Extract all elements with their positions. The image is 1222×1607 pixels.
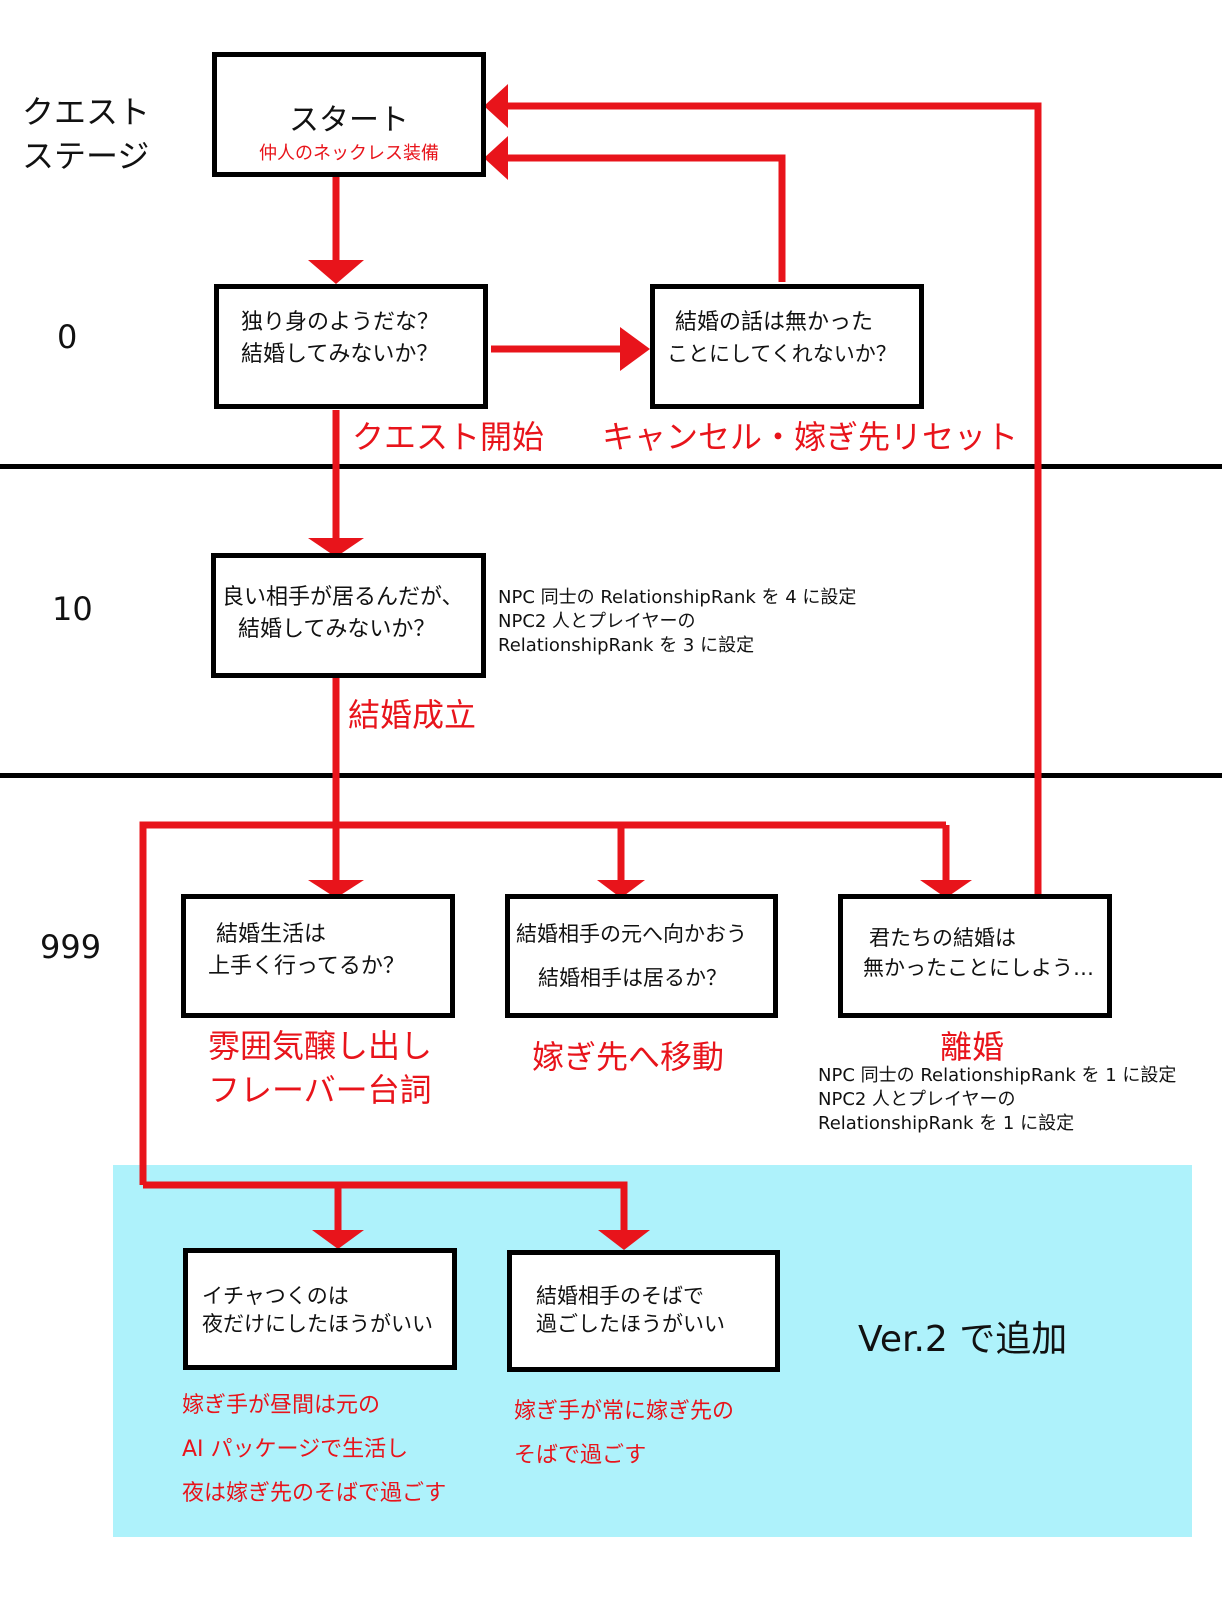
arrowhead-cancel xyxy=(620,327,650,371)
arrowhead-stay-near xyxy=(598,1230,650,1250)
married-life-line1: 結婚生活は xyxy=(216,922,327,947)
night-only-line1: イチャつくのは xyxy=(202,1284,349,1308)
single-line2: 結婚してみないか？ xyxy=(241,342,439,367)
stage-10: 10 xyxy=(52,590,93,628)
cancel-line2: ことにしてくれないか？ xyxy=(667,342,897,366)
label-quest-start: クエスト開始 xyxy=(352,418,545,456)
label-cancel-reset: キャンセル・嫁ぎ先リセット xyxy=(602,418,1019,456)
stage-header: クエスト ステージ xyxy=(22,90,150,178)
good-partner-line1: 良い相手が居るんだが、 xyxy=(222,585,464,610)
label-flavor-line2: フレーバー台詞 xyxy=(208,1071,432,1109)
branch-bar xyxy=(139,821,946,1185)
divorce-note-line2: NPC2 人とプレイヤーの xyxy=(818,1089,1016,1110)
arrowhead-divorce xyxy=(920,880,972,898)
arrowhead-start-b xyxy=(484,136,508,180)
go-to-partner-box: 結婚相手の元へ向かおう 結婚相手は居るか？ xyxy=(505,894,778,1018)
stage10-note-line2: NPC2 人とプレイヤーの xyxy=(498,611,696,632)
good-partner-line2: 結婚してみないか？ xyxy=(238,617,436,642)
cancel-line1: 結婚の話は無かった xyxy=(675,310,874,335)
label-divorce: 離婚 xyxy=(940,1028,1005,1066)
label-flavor-line1: 雰囲気醸し出し xyxy=(208,1027,433,1065)
ver2-label: Ver.2 で追加 xyxy=(858,1319,1068,1360)
stage-divider-0-10 xyxy=(0,464,1222,469)
start-subtitle: 仲人のネックレス装備 xyxy=(259,143,439,164)
stage-0: 0 xyxy=(57,318,78,356)
arrowhead-single xyxy=(308,260,364,284)
divorce-line2: 無かったことにしよう… xyxy=(863,956,1094,980)
label-move: 嫁ぎ先へ移動 xyxy=(532,1038,725,1076)
stage10-note-line3: RelationshipRank を 3 に設定 xyxy=(498,635,755,656)
go-to-partner-line2: 結婚相手は居るか？ xyxy=(538,966,727,990)
divorce-note-line3: RelationshipRank を 1 に設定 xyxy=(818,1113,1075,1134)
stage-header-line2: ステージ xyxy=(22,137,150,175)
stay-near-line1: 結婚相手のそばで xyxy=(536,1284,704,1308)
night-note: 嫁ぎ手が昼間は元の AI パッケージで生活し 夜は嫁ぎ先のそばで過ごす xyxy=(182,1384,446,1516)
arrow-cancel-to-start xyxy=(508,154,786,282)
night-note-line3: 夜は嫁ぎ先のそばで過ごす xyxy=(182,1481,447,1506)
night-note-line2: AI パッケージで生活し xyxy=(182,1437,409,1462)
single-line1: 独り身のようだな？ xyxy=(241,310,440,335)
good-partner-box: 良い相手が居るんだが、 結婚してみないか？ xyxy=(211,553,486,678)
night-only-box: イチャつくのは 夜だけにしたほうがいい xyxy=(183,1248,457,1370)
divorce-note-line1: NPC 同士の RelationshipRank を 1 に設定 xyxy=(818,1065,1177,1086)
stage-divider-10-999 xyxy=(0,773,1222,778)
stage-header-line1: クエスト xyxy=(22,93,151,131)
stay-note-line2: そばで過ごす xyxy=(514,1443,647,1468)
stage10-note: NPC 同士の RelationshipRank を 4 に設定 NPC2 人と… xyxy=(498,586,856,658)
night-note-line1: 嫁ぎ手が昼間は元の xyxy=(182,1393,381,1418)
start-box: スタート 仲人のネックレス装備 xyxy=(212,52,486,177)
arrowhead-good xyxy=(308,538,364,557)
arrowhead-start-a xyxy=(484,84,508,128)
single-box: 独り身のようだな？ 結婚してみないか？ xyxy=(214,284,488,409)
branch-ver2 xyxy=(143,1181,628,1230)
divorce-line1: 君たちの結婚は xyxy=(869,926,1016,950)
label-flavor: 雰囲気醸し出し フレーバー台詞 xyxy=(208,1024,432,1112)
arrowhead-go-partner xyxy=(597,880,645,898)
cancel-box: 結婚の話は無かった ことにしてくれないか？ xyxy=(650,284,924,409)
stage-999: 999 xyxy=(40,928,102,966)
divorce-box: 君たちの結婚は 無かったことにしよう… xyxy=(838,894,1112,1018)
start-title: スタート xyxy=(289,103,409,138)
married-life-box: 結婚生活は 上手く行ってるか？ xyxy=(181,894,455,1018)
night-only-line2: 夜だけにしたほうがいい xyxy=(202,1312,433,1336)
stay-note: 嫁ぎ手が常に嫁ぎ先の そばで過ごす xyxy=(514,1390,734,1478)
arrow-divorce-to-start xyxy=(508,102,1042,895)
label-marriage: 結婚成立 xyxy=(348,696,477,734)
go-to-partner-line1: 結婚相手の元へ向かおう xyxy=(516,922,747,946)
stage10-note-line1: NPC 同士の RelationshipRank を 4 に設定 xyxy=(498,587,857,608)
stay-near-box: 結婚相手のそばで 過ごしたほうがいい xyxy=(507,1250,780,1372)
arrowhead-night-only xyxy=(312,1230,364,1249)
divorce-note: NPC 同士の RelationshipRank を 1 に設定 NPC2 人と… xyxy=(818,1064,1176,1136)
stay-near-line2: 過ごしたほうがいい xyxy=(536,1312,725,1336)
married-life-line2: 上手く行ってるか？ xyxy=(208,954,405,979)
stay-note-line1: 嫁ぎ手が常に嫁ぎ先の xyxy=(514,1399,735,1424)
arrowhead-married-life xyxy=(308,880,364,898)
